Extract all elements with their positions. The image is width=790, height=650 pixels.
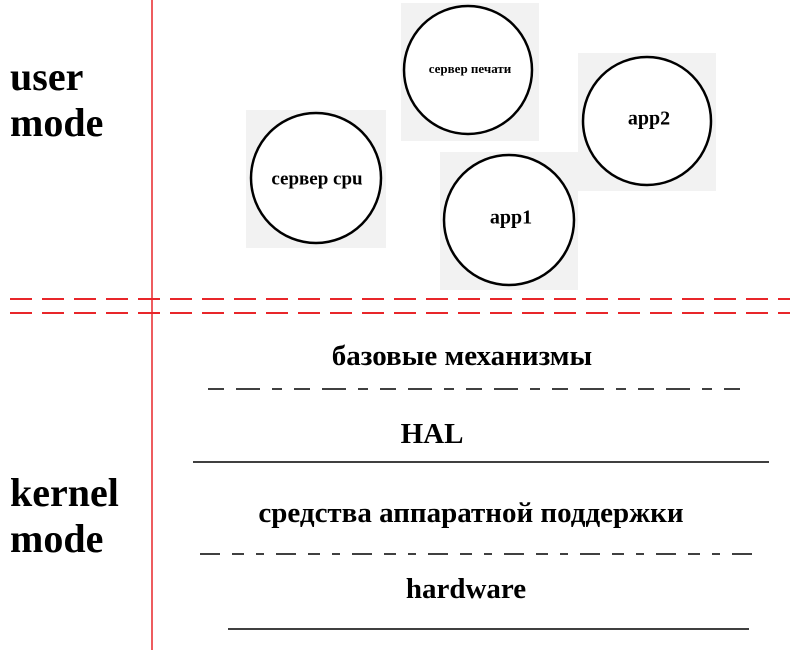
user-mode-line-2: mode: [10, 100, 104, 145]
layer-hal: HAL: [400, 418, 464, 450]
svg-text:сервер печати: сервер печати: [429, 61, 512, 76]
layer-hardware: hardware: [405, 573, 527, 605]
node-cpu-server: сервер cpu: [246, 110, 386, 248]
layer-base-mechanisms: базовые механизмы: [331, 340, 593, 372]
svg-text:app2: app2: [628, 108, 670, 130]
kernel-mode-label: kernel mode: [10, 470, 119, 562]
user-mode-label: user mode: [10, 54, 103, 146]
node-app2: app2: [578, 53, 716, 191]
svg-text:app1: app1: [490, 207, 532, 229]
user-mode-line-1: user: [10, 54, 84, 99]
layer-hw-support: средства аппаратной поддержки: [258, 497, 684, 529]
kernel-mode-line-2: mode: [10, 516, 104, 561]
node-app1: app1: [440, 152, 578, 290]
svg-text:сервер cpu: сервер cpu: [271, 168, 363, 189]
node-print-server: сервер печати: [401, 3, 539, 141]
kernel-mode-line-1: kernel: [10, 470, 119, 515]
